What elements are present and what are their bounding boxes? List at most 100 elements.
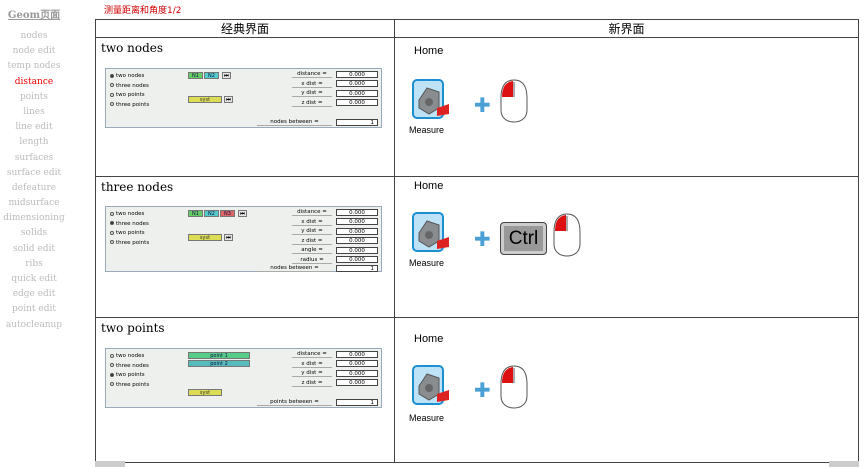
field-value[interactable]: 0.000 [336, 218, 378, 225]
field-value[interactable]: 0.000 [336, 80, 378, 87]
radio-icon[interactable] [110, 211, 114, 216]
between-value[interactable]: 1 [336, 398, 378, 406]
nav-item-ribs[interactable]: ribs [25, 258, 43, 269]
nav-item-solids[interactable]: solids [20, 228, 48, 239]
pick-button[interactable]: N1 [188, 210, 203, 217]
reset-button[interactable]: ⏮ [224, 96, 233, 103]
radio-label: two nodes [116, 211, 145, 217]
field-value[interactable]: 0.000 [336, 369, 378, 377]
field-value[interactable]: 0.000 [336, 237, 378, 244]
between-label: nodes between = [257, 264, 332, 272]
nav-item-lines[interactable]: lines [23, 106, 45, 117]
scroll-right-arrow[interactable] [829, 461, 859, 467]
radio-option[interactable]: two points [110, 92, 145, 98]
nav-item-edge-edit[interactable]: edge edit [12, 289, 56, 300]
radio-option[interactable]: three nodes [110, 221, 149, 227]
measure-icon[interactable] [411, 364, 455, 410]
nav-item-solid-edit[interactable]: solid edit [13, 243, 55, 254]
radio-icon[interactable] [110, 240, 114, 244]
nav-item-length[interactable]: length [19, 137, 49, 148]
radio-icon[interactable] [110, 221, 114, 225]
field-value[interactable]: 0.000 [336, 256, 378, 263]
field-value[interactable]: 0.000 [336, 89, 378, 97]
nav-item-distance[interactable]: distance [14, 76, 54, 87]
radio-option[interactable]: two nodes [110, 211, 144, 217]
reset-button[interactable]: ⏮ [222, 72, 231, 79]
radio-icon[interactable] [110, 372, 114, 377]
nav-item-nodes[interactable]: nodes [20, 31, 48, 41]
field-value[interactable]: 0.000 [336, 70, 378, 78]
radio-option[interactable]: three points [110, 102, 149, 108]
measure-label: Measure [409, 125, 445, 135]
radio-option[interactable]: three points [110, 240, 149, 246]
radio-option[interactable]: three nodes [110, 83, 149, 89]
radio-icon[interactable] [110, 102, 114, 106]
field-label: distance = [292, 208, 332, 216]
nav-item-dimensioning[interactable]: dimensioning [3, 213, 65, 224]
radio-icon[interactable] [110, 382, 114, 386]
radio-icon[interactable] [110, 92, 114, 97]
syst-button[interactable]: syst [188, 234, 222, 241]
measure-icon[interactable] [411, 78, 455, 124]
nav-head-link[interactable]: Geom页面 [7, 10, 61, 21]
row-title: two nodes [101, 41, 164, 55]
nav-item-node-edit[interactable]: node edit [12, 46, 56, 57]
pick-button[interactable]: N2 [204, 210, 219, 217]
radio-icon[interactable] [110, 73, 114, 78]
radio-option[interactable]: three points [110, 382, 149, 388]
pick-button[interactable]: point 1 [188, 352, 250, 359]
field-label: angle = [292, 246, 332, 254]
pick-button[interactable]: N3 [220, 210, 235, 217]
pick-button[interactable]: N2 [204, 72, 219, 79]
field-value[interactable]: 0.000 [336, 208, 378, 216]
measure-icon[interactable] [411, 211, 455, 257]
field-label: distance = [292, 70, 332, 78]
nav-item-point-edit[interactable]: point edit [12, 304, 56, 315]
classic-panel: two nodes three nodes two points three poin… [105, 206, 382, 272]
home-tab-label[interactable]: Home [414, 333, 444, 345]
scroll-left-arrow[interactable] [95, 461, 125, 467]
pick-button[interactable]: point 2 [188, 360, 250, 367]
radio-label: three points [116, 381, 150, 388]
field-value[interactable]: 0.000 [336, 227, 378, 235]
between-value[interactable]: 1 [336, 264, 378, 272]
nav-item-surface-edit[interactable]: surface edit [6, 167, 62, 178]
field-value[interactable]: 0.000 [336, 246, 378, 254]
reset-button[interactable]: ⏮ [238, 210, 247, 217]
radio-label: two nodes [116, 73, 145, 79]
between-value[interactable]: 1 [336, 118, 378, 126]
nav-item-line-edit[interactable]: line edit [15, 122, 53, 133]
nav-item-temp-nodes[interactable]: temp nodes [7, 61, 61, 72]
row-title: three nodes [101, 180, 174, 194]
nav-item-autocleanup[interactable]: autocleanup [5, 319, 63, 330]
new-cell: Home Measure ✚ [394, 317, 859, 463]
header-classic: 经典界面 [95, 19, 395, 38]
radio-option[interactable]: three nodes [110, 363, 149, 369]
reset-button[interactable]: ⏮ [224, 234, 233, 241]
table-header-row: 经典界面 新界面 [95, 19, 859, 38]
syst-button[interactable]: syst [188, 389, 222, 396]
nav-item-defeature[interactable]: defeature [11, 182, 57, 193]
field-value[interactable]: 0.000 [336, 379, 378, 386]
radio-option[interactable]: two points [110, 230, 145, 236]
radio-icon[interactable] [110, 230, 114, 235]
radio-icon[interactable] [110, 353, 114, 358]
radio-option[interactable]: two nodes [110, 353, 144, 359]
radio-icon[interactable] [110, 83, 114, 87]
field-value[interactable]: 0.000 [336, 350, 378, 358]
home-tab-label[interactable]: Home [414, 180, 444, 192]
syst-button[interactable]: syst [188, 96, 222, 103]
pick-button[interactable]: N1 [188, 72, 203, 79]
radio-option[interactable]: two points [110, 372, 145, 378]
nav-item-surfaces[interactable]: surfaces [14, 152, 54, 163]
radio-label: two points [116, 230, 145, 236]
field-value[interactable]: 0.000 [336, 99, 378, 106]
radio-icon[interactable] [110, 363, 114, 367]
nav-item-midsurface[interactable]: midsurface [8, 198, 60, 209]
radio-option[interactable]: two nodes [110, 73, 144, 79]
home-tab-label[interactable]: Home [414, 45, 444, 57]
new-cell: Home Measure ✚ [394, 37, 859, 177]
field-value[interactable]: 0.000 [336, 360, 378, 367]
nav-item-quick-edit[interactable]: quick edit [11, 274, 57, 284]
nav-item-points[interactable]: points [19, 91, 49, 102]
